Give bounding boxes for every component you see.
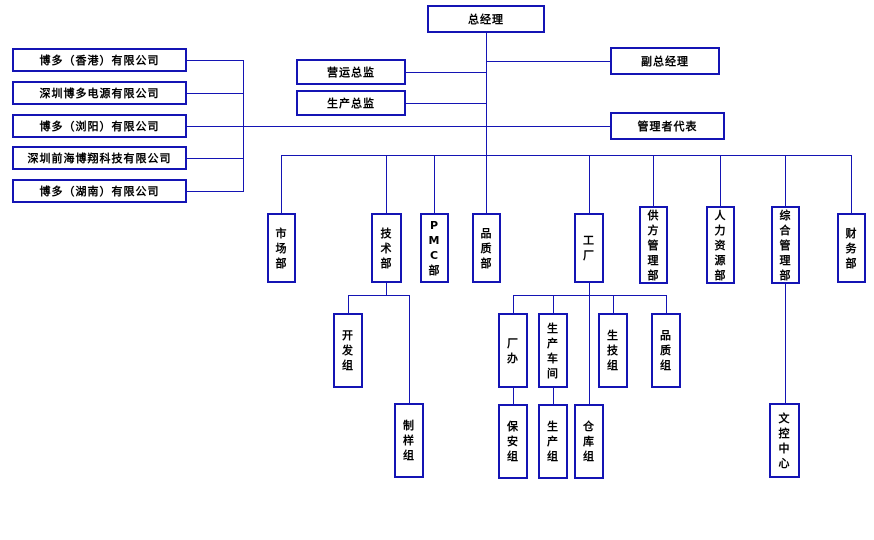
box-company-4[interactable]: 深圳前海博翔科技有限公司 — [12, 146, 187, 170]
box-label: 深圳博多电源有限公司 — [39, 86, 160, 100]
connector-company-bus-to-spine — [243, 126, 487, 127]
box-label: 财务部 — [845, 226, 858, 270]
box-label: 深圳前海博翔科技有限公司 — [27, 151, 172, 165]
connector-to-operations-director — [405, 72, 487, 73]
connector-drop-prod-tech-group — [613, 295, 614, 313]
connector-drop-sample-group — [409, 295, 410, 403]
box-label: 开发组 — [342, 329, 354, 372]
connector-drop-factory-office — [513, 295, 514, 313]
box-label: 品质部 — [480, 226, 493, 270]
box-group-warehouse[interactable]: 仓库组 — [574, 404, 604, 479]
box-production-director[interactable]: 生产总监 — [296, 90, 406, 116]
box-label: 厂办 — [507, 336, 519, 365]
box-label: 技术部 — [380, 226, 393, 270]
box-label: 品质组 — [660, 329, 672, 372]
connector-company-2-stub — [186, 93, 244, 94]
box-group-factory-office[interactable]: 厂办 — [498, 313, 528, 388]
connector-factory-office-to-security — [513, 387, 514, 404]
connector-drop-workshop — [553, 295, 554, 313]
connector-company-1-stub — [186, 60, 244, 61]
box-label: 综合管理部 — [779, 208, 792, 282]
box-label: 生技组 — [607, 329, 619, 372]
box-group-development[interactable]: 开发组 — [333, 313, 363, 388]
connector-drop-warehouse-group — [589, 295, 590, 404]
box-deputy-general-manager[interactable]: 副总经理 — [610, 47, 720, 75]
box-label: 文控中心 — [778, 411, 791, 470]
box-group-production-workshop[interactable]: 生产车间 — [538, 313, 568, 388]
box-department-finance[interactable]: 财务部 — [837, 213, 866, 283]
box-group-quality[interactable]: 品质组 — [651, 313, 681, 388]
box-company-3[interactable]: 博多（浏阳）有限公司 — [12, 114, 187, 138]
connector-company-3-stub — [186, 126, 244, 127]
box-label: 生产总监 — [327, 96, 375, 110]
box-label: 总经理 — [468, 12, 504, 26]
box-label: 博多（香港）有限公司 — [39, 53, 160, 67]
box-label: 保安组 — [507, 420, 519, 463]
box-department-human-resources[interactable]: 人力资源部 — [706, 206, 735, 284]
connector-drop-dev-group — [348, 295, 349, 313]
connector-drop-admin — [785, 155, 786, 213]
connector-drop-quality-group — [666, 295, 667, 313]
box-company-1[interactable]: 博多（香港）有限公司 — [12, 48, 187, 72]
box-label: 供方管理部 — [647, 208, 660, 282]
box-department-market[interactable]: 市场部 — [267, 213, 296, 283]
box-company-5[interactable]: 博多（湖南）有限公司 — [12, 179, 187, 203]
connector-tech-sub-bus — [348, 295, 410, 296]
connector-department-bus — [281, 155, 852, 156]
connector-drop-supplier — [653, 155, 654, 213]
box-label: 副总经理 — [641, 54, 689, 68]
box-label: 博多（湖南）有限公司 — [39, 184, 160, 198]
box-label: 营运总监 — [327, 65, 375, 79]
connector-spine-main — [486, 33, 487, 155]
connector-drop-finance — [851, 155, 852, 213]
connector-drop-pmc — [434, 155, 435, 213]
connector-factory-down — [589, 283, 590, 295]
connector-company-4-stub — [186, 158, 244, 159]
box-label: 仓库组 — [583, 420, 595, 463]
box-management-representative[interactable]: 管理者代表 — [610, 112, 725, 140]
connector-to-production-director — [405, 103, 487, 104]
box-department-factory[interactable]: 工厂 — [574, 213, 604, 283]
box-label: 生产组 — [547, 420, 559, 463]
connector-drop-quality — [486, 155, 487, 213]
connector-admin-to-doc-center — [785, 283, 786, 403]
box-company-2[interactable]: 深圳博多电源有限公司 — [12, 81, 187, 105]
box-group-security[interactable]: 保安组 — [498, 404, 528, 479]
box-group-document-control-center[interactable]: 文控中心 — [769, 403, 800, 478]
box-department-technology[interactable]: 技术部 — [371, 213, 402, 283]
connector-drop-hr — [720, 155, 721, 213]
box-label: 人力资源部 — [714, 208, 727, 282]
connector-tech-down — [386, 283, 387, 295]
connector-drop-market — [281, 155, 282, 213]
connector-drop-tech — [386, 155, 387, 213]
box-label: 管理者代表 — [637, 119, 698, 133]
box-label: 工厂 — [583, 234, 595, 262]
box-group-sample-making[interactable]: 制样组 — [394, 403, 424, 478]
connector-workshop-to-prod-group — [553, 387, 554, 404]
box-group-production-technology[interactable]: 生技组 — [598, 313, 628, 388]
box-department-supplier-management[interactable]: 供方管理部 — [639, 206, 668, 284]
box-label: 制样组 — [403, 419, 415, 462]
box-operations-director[interactable]: 营运总监 — [296, 59, 406, 85]
connector-drop-factory — [589, 155, 590, 213]
connector-to-deputy-gm — [486, 61, 611, 62]
box-group-production[interactable]: 生产组 — [538, 404, 568, 479]
box-label: 博多（浏阳）有限公司 — [39, 119, 160, 133]
box-department-quality[interactable]: 品质部 — [472, 213, 501, 283]
connector-company-5-stub — [186, 191, 244, 192]
box-label: 生产车间 — [547, 321, 559, 380]
box-label: 市场部 — [275, 226, 288, 270]
connector-to-management-rep — [486, 126, 611, 127]
box-department-general-administration[interactable]: 综合管理部 — [771, 206, 800, 284]
box-general-manager[interactable]: 总经理 — [427, 5, 545, 33]
